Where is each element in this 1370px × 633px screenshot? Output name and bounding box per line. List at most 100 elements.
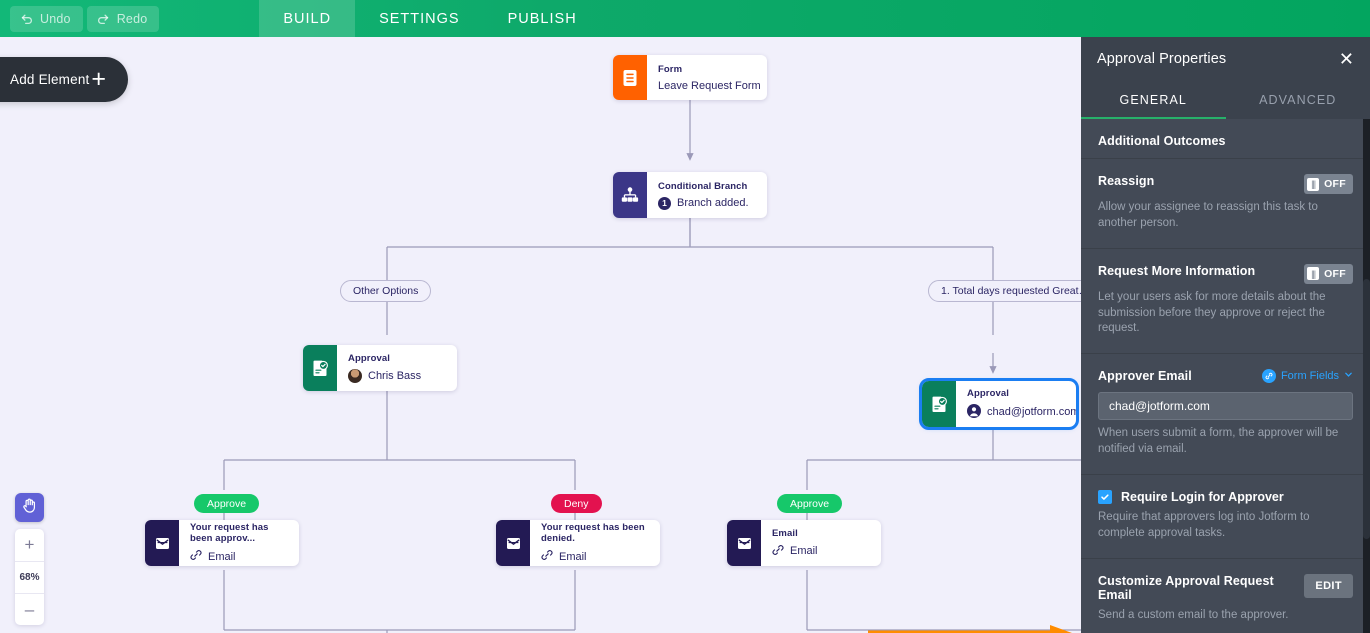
redo-button[interactable]: Redo [86, 5, 160, 32]
section-customize-email: Customize Approval Request Email EDIT Se… [1081, 559, 1370, 633]
node-title: Your request has been approv... [190, 522, 269, 544]
node-subtitle: 1 Branch added. [658, 196, 749, 210]
section-reassign: Reassign ||| OFF Allow your assignee to … [1081, 159, 1370, 249]
panel-scrollbar-track[interactable] [1363, 119, 1370, 633]
pan-tool-button[interactable] [15, 493, 44, 522]
tab-general[interactable]: GENERAL [1081, 81, 1226, 119]
tab-settings[interactable]: SETTINGS [379, 10, 460, 27]
node-title: Form [658, 63, 683, 75]
request-more-info-toggle-state: OFF [1324, 267, 1346, 280]
tab-build[interactable]: BUILD [259, 0, 356, 37]
node-title: Conditional Branch [658, 180, 748, 192]
undo-button[interactable]: Undo [10, 5, 83, 32]
node-conditional-branch[interactable]: Conditional Branch 1 Branch added. [613, 172, 767, 218]
main-tabs: BUILD SETTINGS PUBLISH [259, 0, 600, 37]
branch-label-other-options[interactable]: Other Options [340, 280, 432, 302]
node-title: Approval [348, 353, 390, 364]
node-email-right[interactable]: Email Email [727, 520, 881, 566]
customize-email-title: Customize Approval Request Email [1098, 573, 1274, 602]
section-heading: Additional Outcomes [1098, 134, 1226, 148]
panel-content[interactable]: Additional Outcomes Reassign ||| OFF All… [1081, 119, 1370, 633]
toggle-knob-icon: ||| [1307, 267, 1320, 281]
approval-properties-panel: Approval Properties ✕ GENERAL ADVANCED A… [1081, 37, 1370, 633]
node-subtitle: Email [772, 544, 818, 559]
request-more-info-title: Request More Information [1098, 263, 1256, 278]
node-email-approved[interactable]: Your request has been approv... Email [145, 520, 299, 566]
redo-icon [97, 12, 110, 25]
envelope-icon [496, 520, 530, 566]
form-fields-dropdown[interactable]: Form Fields [1261, 369, 1353, 384]
hand-icon [21, 497, 38, 519]
customize-email-description: Send a custom email to the approver. [1098, 608, 1289, 621]
add-element-button[interactable]: Add Element + [0, 57, 128, 102]
tab-publish[interactable]: PUBLISH [507, 10, 577, 27]
approval-check-icon [303, 345, 337, 391]
flow-connectors [220, 100, 1081, 633]
node-form[interactable]: Form Leave Request Form [613, 55, 767, 100]
reassign-description: Allow your assignee to reassign this tas… [1098, 201, 1318, 229]
approval-check-icon [922, 381, 956, 427]
chevron-down-icon [1344, 370, 1353, 382]
node-title: Email [772, 527, 798, 539]
branch-hierarchy-icon [613, 172, 647, 218]
add-element-label: Add Element [10, 72, 90, 87]
approver-email-title: Approver Email [1098, 369, 1192, 384]
node-subtitle: Chris Bass [348, 369, 421, 383]
outcome-pill-approve-right[interactable]: Approve [777, 494, 843, 513]
zoom-in-button[interactable]: + [24, 535, 35, 554]
link-icon [772, 544, 784, 559]
node-email-denied[interactable]: Your request has been denied. Email [496, 520, 660, 566]
top-toolbar: Undo Redo BUILD SETTINGS PUBLISH [0, 0, 1370, 37]
panel-scrollbar-thumb[interactable] [1363, 279, 1370, 539]
node-subtitle: Leave Request Form [658, 79, 761, 92]
link-icon [541, 549, 553, 564]
plus-icon: + [91, 65, 106, 93]
section-additional-outcomes: Additional Outcomes [1081, 119, 1370, 159]
approver-email-description: When users submit a form, the approver w… [1098, 427, 1339, 456]
section-approver-email: Approver Email Form Fields When users su… [1081, 354, 1370, 476]
tab-advanced[interactable]: ADVANCED [1259, 93, 1337, 107]
undo-label: Undo [40, 11, 71, 26]
outcome-pill-deny-left[interactable]: Deny [551, 494, 602, 513]
require-login-checkbox[interactable] [1098, 490, 1112, 505]
panel-tabs: GENERAL ADVANCED [1081, 81, 1370, 119]
outcome-pill-approve-left[interactable]: Approve [194, 494, 260, 513]
reassign-title: Reassign [1098, 174, 1155, 188]
node-title: Approval [967, 387, 1009, 399]
user-circle-avatar [967, 403, 981, 421]
panel-header: Approval Properties ✕ [1081, 37, 1370, 81]
node-subtitle: chad@jotform.com [967, 403, 1076, 421]
node-subtitle: Email [190, 549, 285, 564]
request-more-info-toggle[interactable]: ||| OFF [1304, 263, 1353, 284]
envelope-icon [727, 520, 761, 566]
node-title: Your request has been denied. [541, 522, 645, 544]
toggle-knob-icon: ||| [1307, 177, 1320, 191]
branch-label-condition-1[interactable]: 1. Total days requested Great… [928, 280, 1081, 302]
node-approval-right[interactable]: Approval chad@jotform.com [919, 378, 1079, 430]
require-login-label: Require Login for Approver [1121, 490, 1284, 505]
edit-button[interactable]: EDIT [1304, 573, 1353, 598]
zoom-out-button[interactable]: – [15, 593, 44, 625]
node-subtitle: Email [541, 549, 646, 564]
avatar [348, 369, 362, 383]
close-icon[interactable]: ✕ [1338, 49, 1354, 69]
redo-label: Redo [116, 11, 148, 26]
flow-canvas[interactable]: Add Element + Form Leave Request Form [0, 37, 1081, 633]
undo-icon [20, 12, 33, 25]
zoom-controls: + 68% – [15, 529, 44, 625]
panel-title: Approval Properties [1097, 51, 1227, 67]
node-approval-left[interactable]: Approval Chris Bass [303, 345, 457, 391]
require-login-description: Require that approvers log into Jotform … [1098, 511, 1310, 539]
approver-email-input[interactable] [1098, 392, 1353, 421]
reassign-toggle-state: OFF [1324, 178, 1346, 190]
link-icon [190, 549, 202, 564]
reassign-toggle[interactable]: ||| OFF [1304, 174, 1353, 194]
form-fields-label: Form Fields [1280, 370, 1339, 383]
annotation-arrow [868, 625, 1072, 633]
form-document-icon [613, 55, 647, 100]
zoom-level-label: 68% [15, 561, 44, 593]
section-require-login: Require Login for Approver Require that … [1081, 475, 1370, 559]
form-fields-icon [1261, 369, 1276, 384]
branch-count-badge: 1 [658, 196, 671, 210]
section-request-more-info: Request More Information ||| OFF Let you… [1081, 249, 1370, 355]
